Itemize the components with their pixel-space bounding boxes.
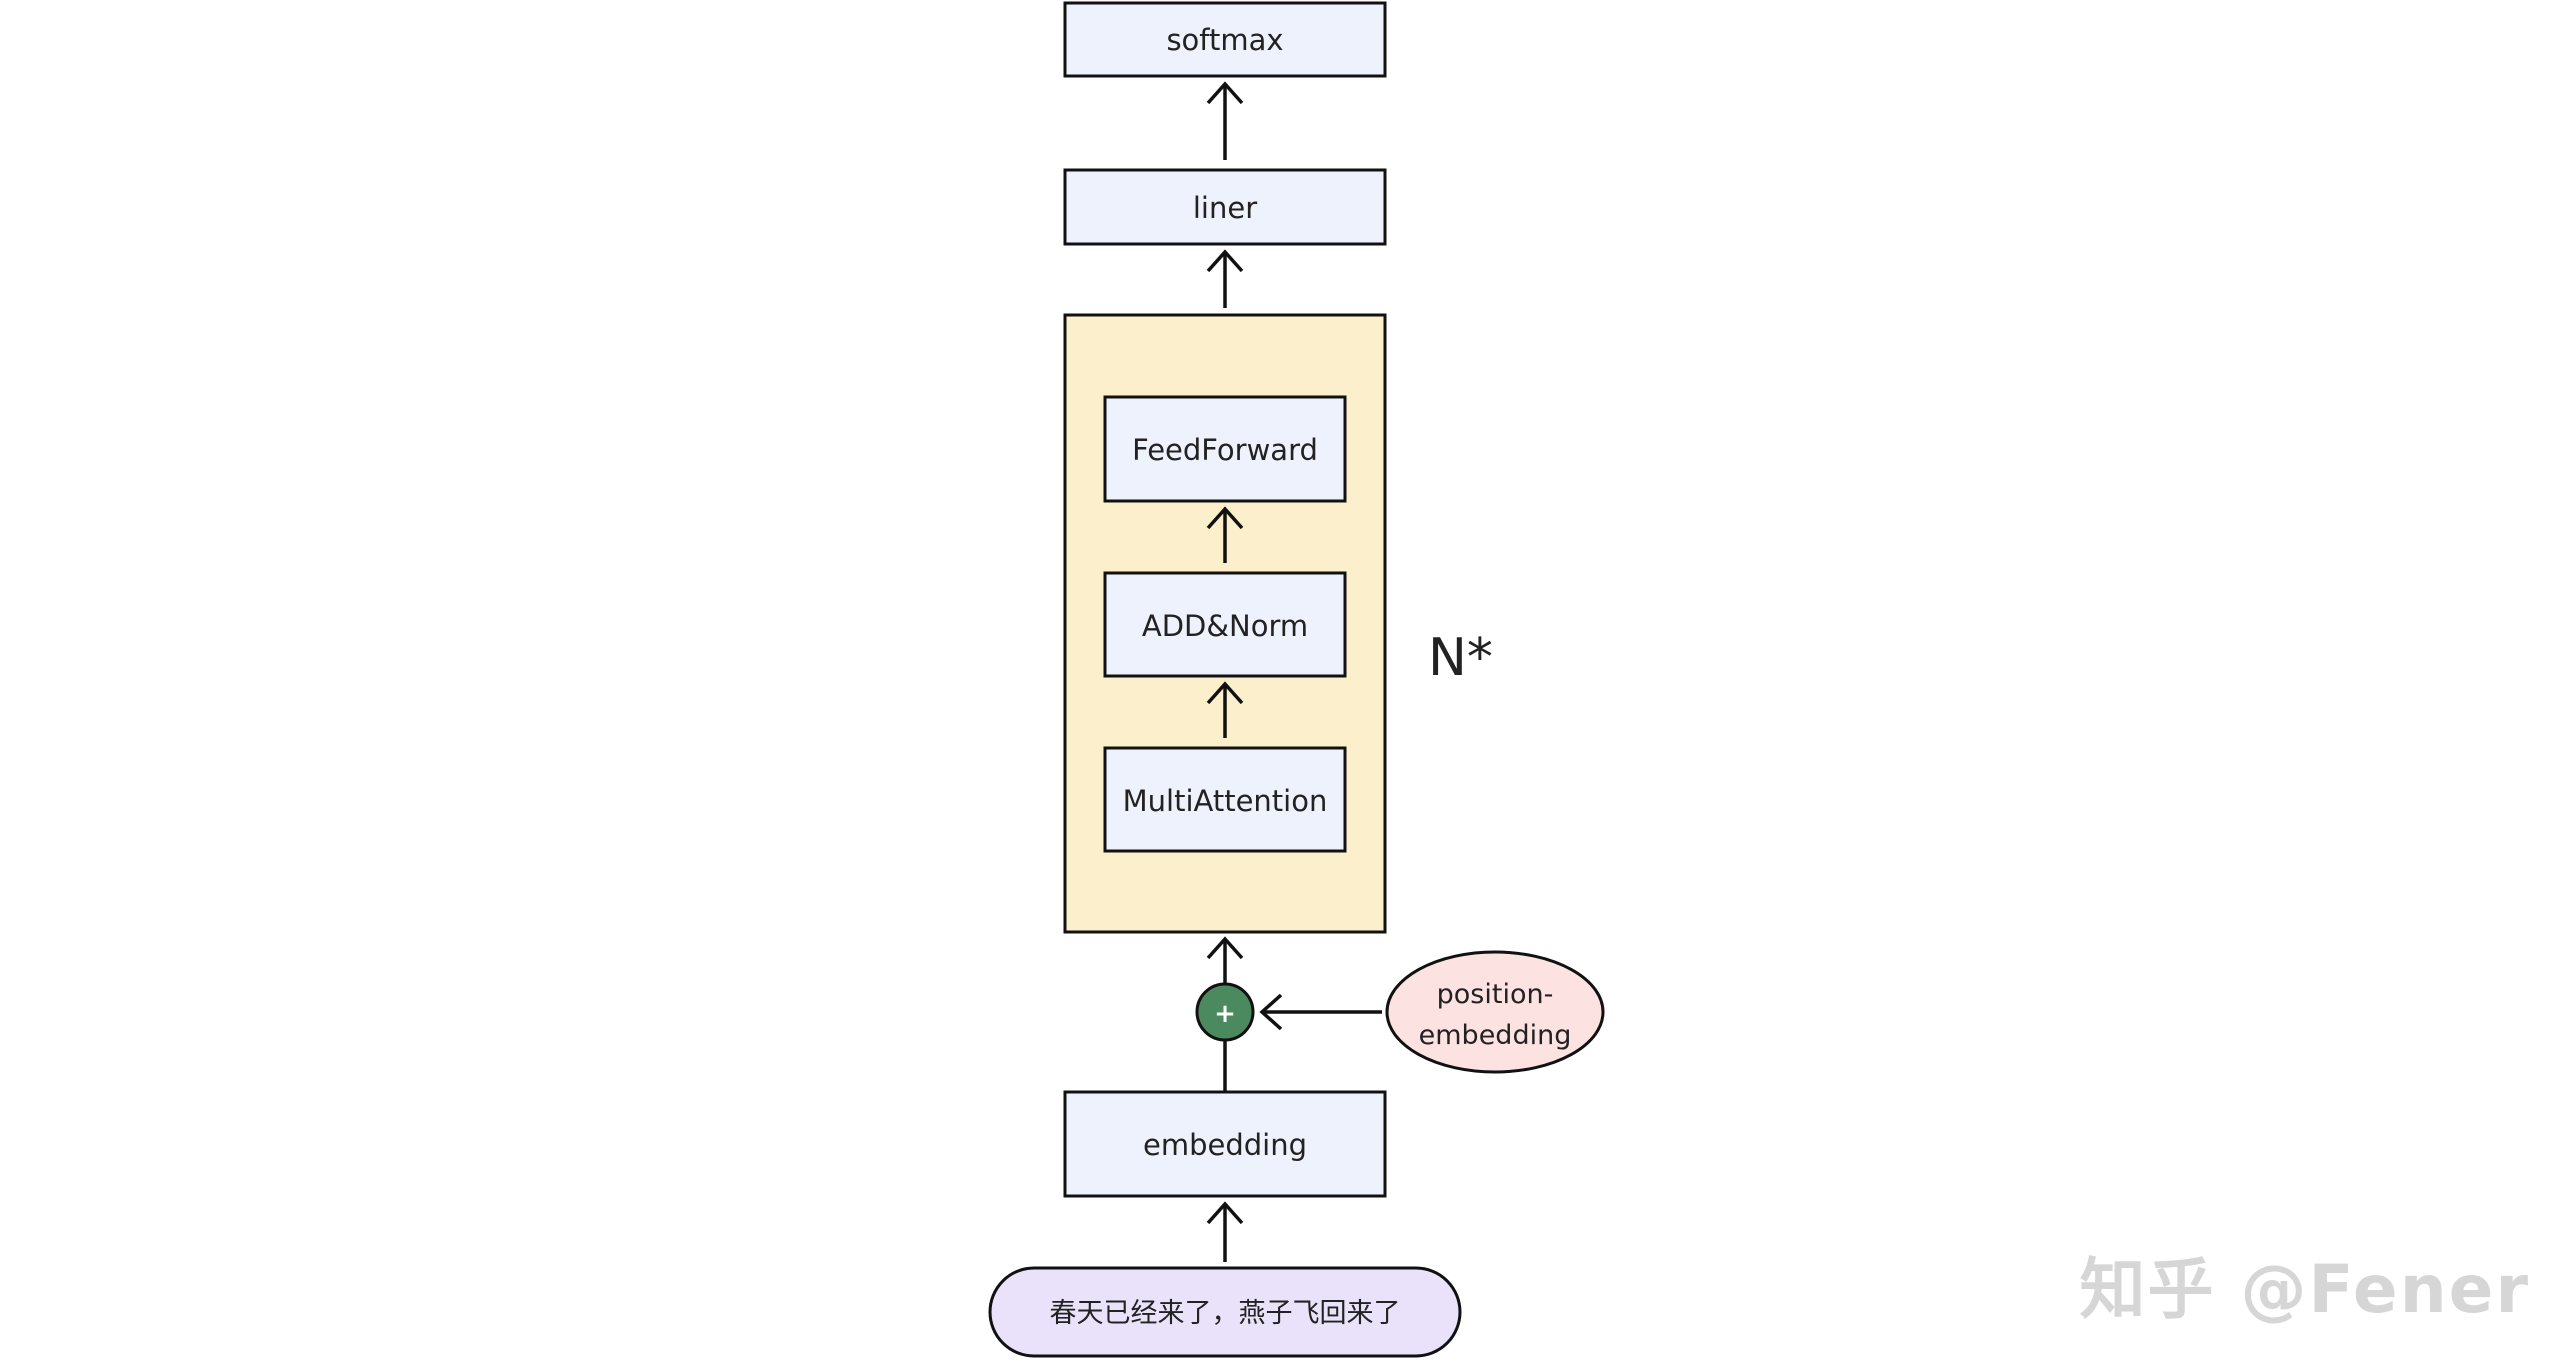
arrowhead-block-to-liner: [1206, 249, 1244, 273]
liner-node: liner: [1063, 168, 1387, 246]
position-embedding-ellipse: [1385, 950, 1605, 1074]
input-pill: [988, 1266, 1462, 1358]
arrowhead-plus-to-block: [1206, 936, 1244, 960]
repeat-count-label: N*: [1428, 628, 1493, 688]
plus-icon: +: [1214, 999, 1236, 1029]
arrowhead-position-to-plus: [1259, 993, 1283, 1031]
liner-box: [1063, 168, 1387, 246]
add-node: +: [1195, 982, 1255, 1042]
arrowhead-multiattention-to-addnorm: [1206, 681, 1244, 705]
position-embedding-label-line2: embedding: [1419, 1020, 1572, 1051]
softmax-node: softmax: [1063, 1, 1387, 78]
arrowhead-liner-to-softmax: [1206, 81, 1244, 105]
arrowhead-addnorm-to-feedforward: [1206, 506, 1244, 530]
multiattention-label: MultiAttention: [1123, 784, 1328, 818]
liner-label: liner: [1193, 191, 1257, 225]
position-embedding-label-line1: position-: [1437, 979, 1554, 1010]
addnorm-box: [1103, 571, 1347, 678]
softmax-label: softmax: [1166, 23, 1283, 57]
softmax-box: [1063, 1, 1387, 78]
transformer-block: FeedForward ADD&Norm MultiAttention: [1063, 313, 1387, 934]
feedforward-label: FeedForward: [1132, 433, 1318, 467]
embedding-label: embedding: [1143, 1128, 1307, 1162]
feedforward-box: [1103, 395, 1347, 503]
arrowhead-input-to-embedding: [1206, 1201, 1244, 1225]
embedding-box: [1063, 1090, 1387, 1198]
watermark: 知乎 @Fener: [2080, 1251, 2530, 1328]
input-node: 春天已经来了，燕子飞回来了: [988, 1266, 1462, 1358]
position-embedding-node: position- embedding: [1385, 950, 1605, 1074]
addnorm-label: ADD&Norm: [1142, 609, 1308, 643]
multiattention-box: [1103, 746, 1347, 853]
input-sentence: 春天已经来了，燕子飞回来了: [1050, 1298, 1401, 1329]
embedding-node: embedding: [1063, 1090, 1387, 1198]
